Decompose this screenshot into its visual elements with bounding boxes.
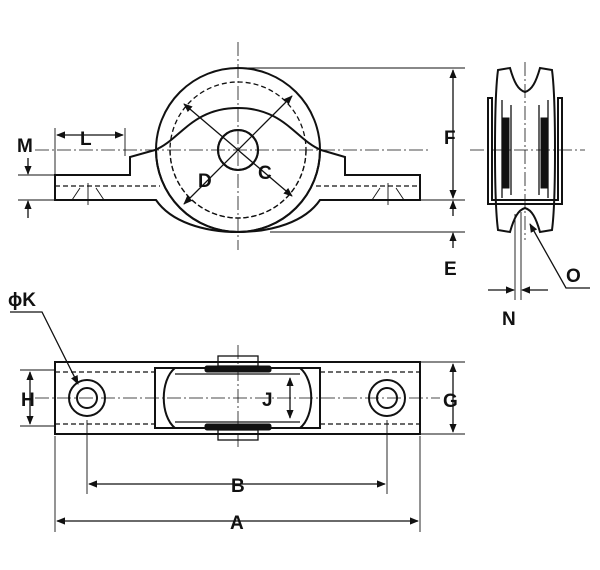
top-wheel-rim-bottom [204, 423, 272, 431]
mounting-hole-left-outer [68, 379, 106, 417]
label-A: A [230, 513, 244, 534]
label-E: E [444, 259, 457, 280]
O-leader [529, 223, 590, 289]
wheel-groove-lower [169, 149, 307, 219]
label-N: N [502, 309, 516, 330]
label-G: G [443, 391, 458, 412]
mounting-hole-right-outer [368, 379, 406, 417]
label-D: D [198, 171, 212, 192]
K-leader [10, 311, 79, 385]
label-O: O [566, 266, 581, 287]
dimension-D-line [183, 95, 293, 205]
hole-hidden-left [71, 187, 105, 201]
mounting-hole-left-inner [76, 387, 98, 409]
label-C: C [258, 163, 272, 184]
top-wheel-tip-bottom [217, 429, 259, 441]
label-B: B [231, 476, 245, 497]
mounting-hole-right-inner [376, 387, 398, 409]
top-wheel-tip-top [217, 355, 259, 367]
label-L: L [80, 129, 92, 150]
side-bearing-right [540, 117, 548, 189]
side-bearing-left [502, 117, 510, 189]
wheel-outer-lower [155, 149, 321, 233]
top-housing-left-curve [162, 367, 176, 429]
label-F: F [444, 128, 456, 149]
side-view: N O [470, 62, 590, 330]
top-wheel-rim-top [204, 365, 272, 373]
top-view: ϕK H J G B A [8, 290, 465, 534]
label-H: H [21, 390, 35, 411]
top-base-plate [54, 361, 421, 435]
label-M: M [17, 136, 33, 157]
front-view: D C L M F E [17, 42, 465, 280]
side-bracket [487, 97, 563, 205]
hole-hidden-right [371, 187, 405, 201]
top-housing-right-curve [299, 367, 313, 429]
label-J: J [262, 390, 273, 411]
label-K: ϕK [8, 290, 36, 311]
